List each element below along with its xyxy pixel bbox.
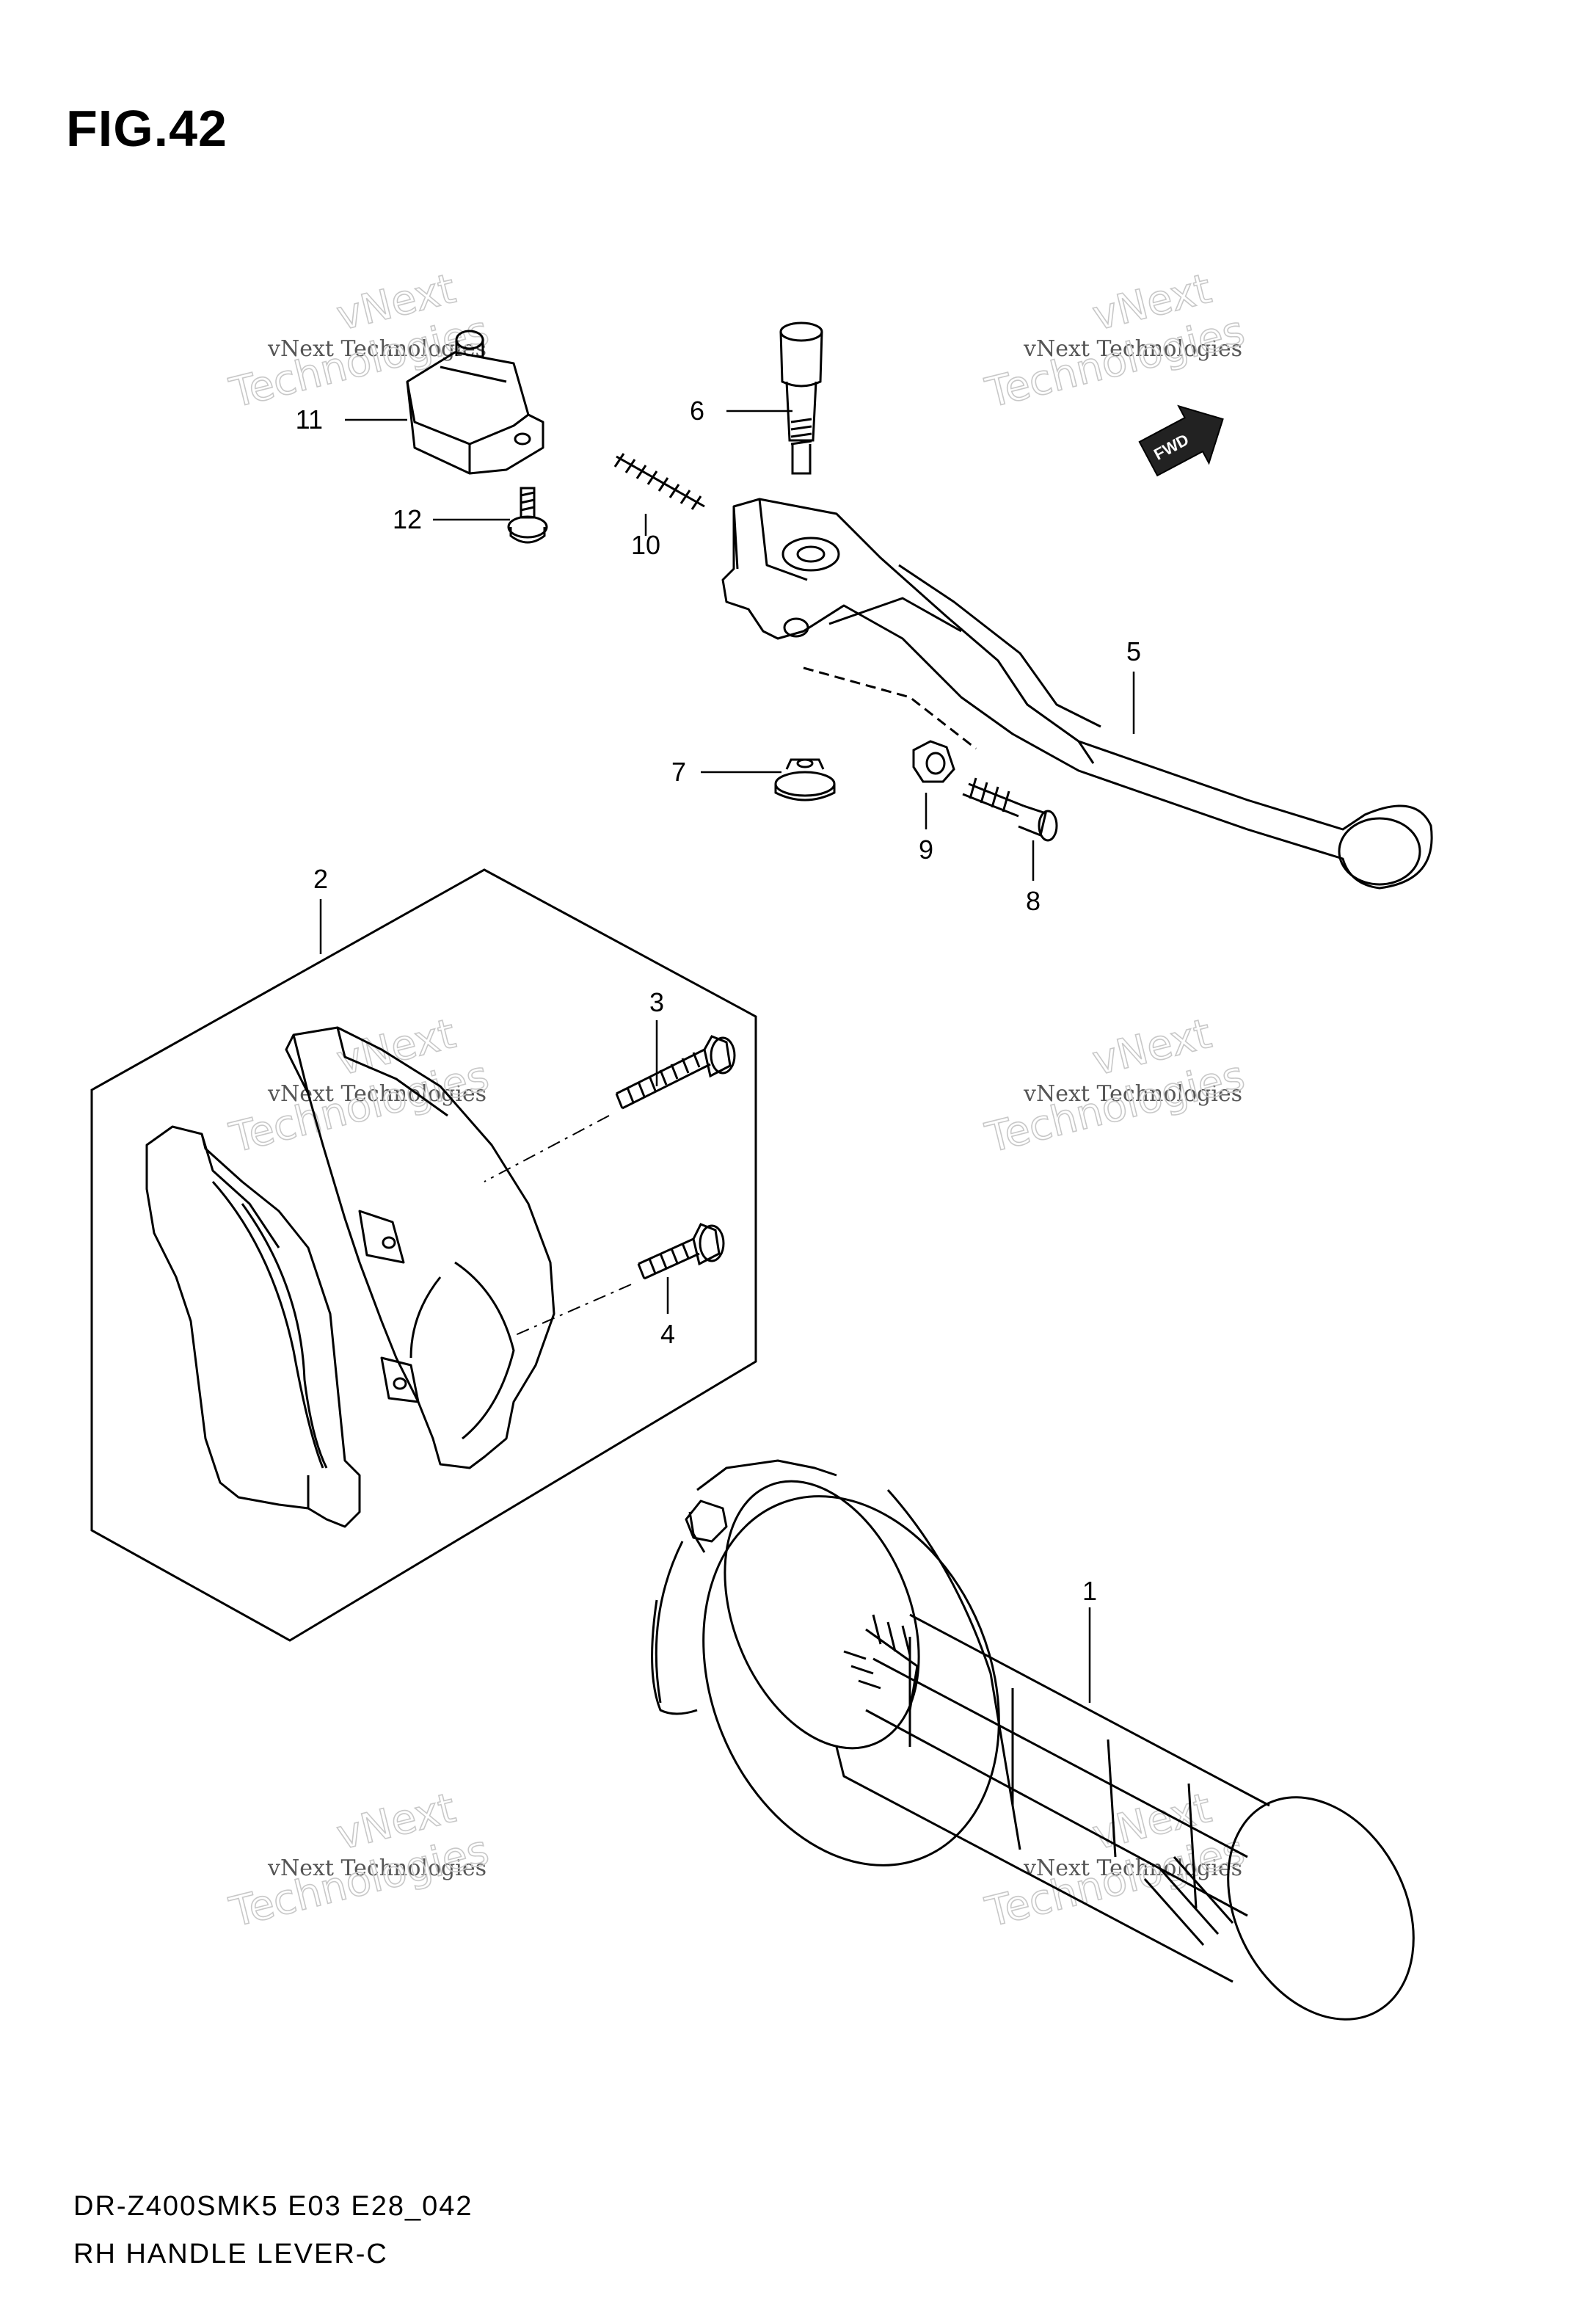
pivot-bolt-part — [779, 321, 823, 475]
holder-set-box — [90, 868, 757, 1642]
watermark-bottom-right: vNext Technologies vNext Technologies — [980, 1784, 1250, 1937]
callout-3: 3 — [649, 987, 664, 1017]
switch-screw-part — [507, 487, 548, 544]
short-screw-part — [637, 1223, 725, 1280]
callout-7: 7 — [671, 757, 686, 787]
watermark-text: vNext Technologies — [267, 1855, 487, 1881]
flange-nut-part — [774, 758, 836, 801]
grip-part — [651, 1459, 1415, 2021]
switch-part — [406, 330, 544, 475]
callout-8: 8 — [1026, 886, 1041, 916]
callout-11: 11 — [296, 404, 323, 435]
watermark-mid-right: vNext Technologies vNext Technologies — [980, 1009, 1250, 1163]
lock-nut-part — [912, 740, 955, 783]
callout-leaders — [319, 410, 1135, 1703]
lever-part — [721, 498, 1433, 890]
watermarks: vNext Technologies vNext Technologies vN… — [225, 264, 1250, 1937]
watermark-mid-left: vNext Technologies vNext Technologies — [225, 1009, 494, 1163]
callout-12: 12 — [393, 504, 422, 534]
long-screw-part — [615, 1035, 736, 1110]
callout-labels: 11 12 6 10 5 7 9 8 2 3 4 1 — [296, 396, 1141, 1606]
model-code: DR-Z400SMK5 E03 E28_042 — [73, 2191, 473, 2222]
holder-clamp-part — [285, 1026, 555, 1469]
spring-part — [613, 453, 705, 510]
screw-leaders — [484, 1115, 632, 1337]
adjust-bolt-part — [962, 777, 1058, 842]
watermark-text: vNext Technologies — [1023, 336, 1242, 362]
figure-title: FIG.42 — [66, 100, 227, 157]
section-title: RH HANDLE LEVER-C — [73, 2239, 388, 2269]
watermark-top-left: vNext Technologies vNext Technologies — [225, 264, 494, 418]
callout-9: 9 — [919, 835, 933, 865]
watermark-top-right: vNext Technologies vNext Technologies — [980, 264, 1250, 418]
watermark-text: vNext Technologies — [1023, 1081, 1242, 1107]
fwd-arrow-icon: FWD — [1138, 404, 1224, 477]
holder-lower-part — [145, 1125, 361, 1528]
callout-2: 2 — [313, 864, 328, 894]
callout-1: 1 — [1082, 1576, 1097, 1606]
watermark-bottom-left: vNext Technologies vNext Technologies — [225, 1784, 494, 1937]
callout-5: 5 — [1126, 636, 1141, 666]
callout-6: 6 — [690, 396, 704, 426]
watermark-text: vNext Technologies — [267, 336, 487, 362]
watermark-text: vNext Technologies — [1023, 1855, 1242, 1881]
callout-10: 10 — [631, 530, 660, 560]
callout-4: 4 — [660, 1319, 675, 1349]
